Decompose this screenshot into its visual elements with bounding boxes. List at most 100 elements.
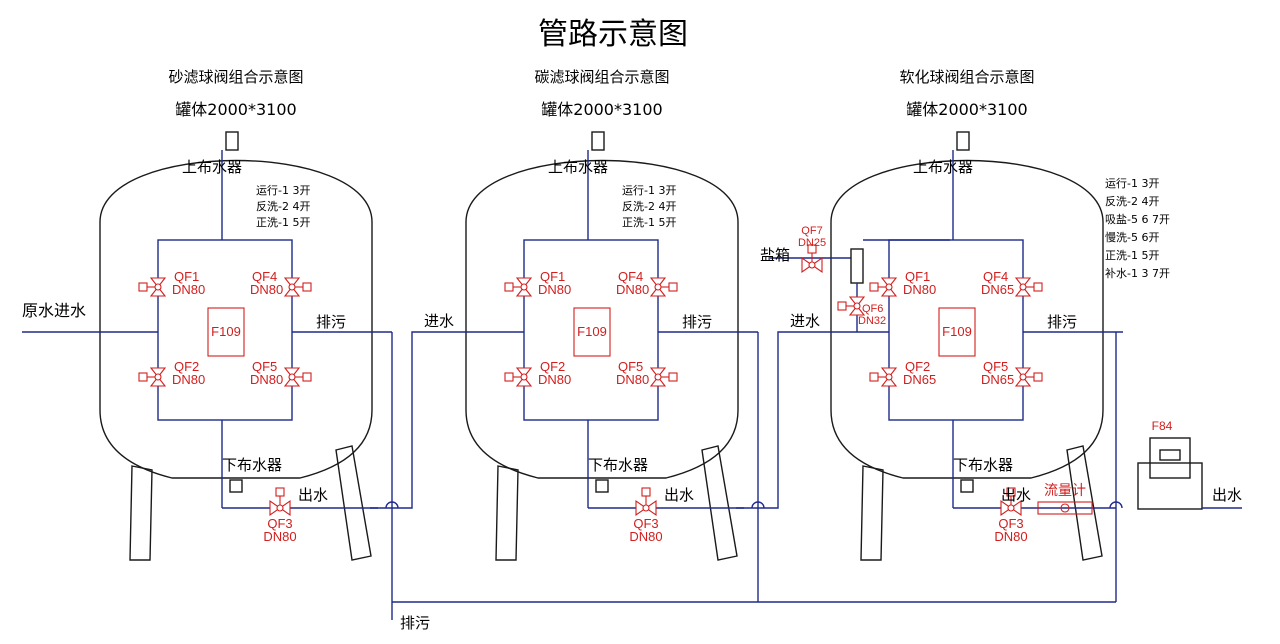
valve-manifold <box>523 239 659 421</box>
valve-dn-label: DN65 <box>981 282 1014 297</box>
valve-id-label: QF3 <box>267 516 292 531</box>
valve-qf3 <box>635 487 657 517</box>
flowmeter-rotor <box>1060 503 1070 513</box>
top-nozzle <box>225 131 239 151</box>
valve-body-bottom <box>880 286 898 297</box>
mode-legend-item: 运行-1 3开 <box>622 184 676 197</box>
valve-body-top <box>848 296 866 307</box>
valve-qf2 <box>138 367 167 387</box>
flowmeter <box>1037 501 1093 515</box>
valve-id-label: QF7 <box>801 225 822 237</box>
actuator-box <box>641 487 651 497</box>
valve-body-bottom <box>515 286 533 297</box>
valve-body-bottom <box>848 305 866 316</box>
valve-dn-label: DN80 <box>263 529 296 544</box>
mode-legend-item: 正洗-1 5开 <box>622 216 676 229</box>
valve-qf5 <box>1014 367 1043 387</box>
tank-heading: 砂滤球阀组合示意图 <box>168 68 303 86</box>
valve-body-bottom <box>1014 376 1032 387</box>
valve-body-bottom <box>149 376 167 387</box>
valve-id-label: QF5 <box>983 359 1008 374</box>
outlet-label: 出水 <box>1001 486 1031 504</box>
valve-id-label: QF4 <box>618 269 643 284</box>
controller-box <box>573 307 611 357</box>
valve-body-left <box>269 499 281 517</box>
meter-id-label: F84 <box>1152 419 1173 433</box>
top-distributor-label: 上布水器 <box>182 158 242 176</box>
valve-manifold <box>888 239 1024 421</box>
valve-id-label: QF4 <box>983 269 1008 284</box>
drain-label: 排污 <box>316 313 346 331</box>
valve-body-bottom <box>515 376 533 387</box>
valve-id-label: QF6 <box>862 303 883 315</box>
valve-dn-label: DN80 <box>994 529 1027 544</box>
controller-box <box>207 307 245 357</box>
valve-body-bottom <box>283 376 301 387</box>
bottom-distributor-label: 下布水器 <box>222 456 282 474</box>
outlet-label: 出水 <box>664 486 694 504</box>
valve-body-top <box>283 277 301 288</box>
top-nozzle <box>956 131 970 151</box>
actuator-box <box>302 372 312 382</box>
actuator-box <box>302 282 312 292</box>
valve-qf7 <box>801 244 823 274</box>
valve-manifold <box>157 239 293 421</box>
tank-vessel <box>830 159 1104 479</box>
valve-ball <box>154 283 162 291</box>
tank-leg-left <box>860 465 884 561</box>
valve-dn-label: DN25 <box>798 237 826 249</box>
valve-ball <box>288 283 296 291</box>
drain-label: 排污 <box>1047 313 1077 331</box>
valve-qf5 <box>649 367 678 387</box>
valve-id-label: QF3 <box>998 516 1023 531</box>
valve-body-top <box>1014 277 1032 288</box>
meter-display <box>1159 449 1181 461</box>
tank-leg-right <box>1066 445 1103 561</box>
valve-dn-label: DN80 <box>538 282 571 297</box>
valve-ball <box>654 283 662 291</box>
mode-legend-item: 慢洗-5 6开 <box>1105 231 1159 244</box>
valve-dn-label: DN80 <box>172 372 205 387</box>
valve-dn-label: DN80 <box>629 529 662 544</box>
tank-leg-right <box>701 445 738 561</box>
valve-qf4 <box>1014 277 1043 297</box>
mode-legend-item: 吸盐-5 6 7开 <box>1105 213 1170 226</box>
actuator-box <box>668 282 678 292</box>
valve-id-label: QF2 <box>905 359 930 374</box>
valve-ball <box>288 373 296 381</box>
valve-body-bottom <box>880 376 898 387</box>
controller-label: F109 <box>942 324 972 339</box>
meter-head <box>1149 437 1191 479</box>
valve-dn-label: DN80 <box>172 282 205 297</box>
valve-ball <box>885 283 893 291</box>
valve-body-top <box>515 367 533 378</box>
transfer-pipe-2-3 <box>736 331 889 509</box>
valve-body-top <box>515 277 533 288</box>
valve-body-top <box>649 367 667 378</box>
valve-ball <box>1007 504 1015 512</box>
valve-id-label: QF1 <box>540 269 565 284</box>
inlet-label: 进水 <box>790 312 820 330</box>
valve-ball <box>853 302 861 310</box>
valve-body-right <box>645 499 657 517</box>
common-drain-label: 排污 <box>400 614 430 632</box>
controller-box <box>938 307 976 357</box>
valve-body-top <box>880 367 898 378</box>
valve-body-left <box>635 499 647 517</box>
valve-ball <box>520 373 528 381</box>
valve-qf1 <box>869 277 898 297</box>
valve-ball <box>808 261 816 269</box>
tank-size: 罐体2000*3100 <box>906 100 1027 119</box>
valve-qf6 <box>837 296 866 316</box>
salt-box-label: 盐箱 <box>760 246 790 264</box>
valve-ball <box>154 373 162 381</box>
valve-body-right <box>1010 499 1022 517</box>
valve-ball <box>642 504 650 512</box>
tank-leg-left <box>129 465 153 561</box>
valve-id-label: QF5 <box>618 359 643 374</box>
valve-dn-label: DN80 <box>616 372 649 387</box>
drain-label: 排污 <box>682 313 712 331</box>
bottom-nozzle <box>595 479 609 493</box>
